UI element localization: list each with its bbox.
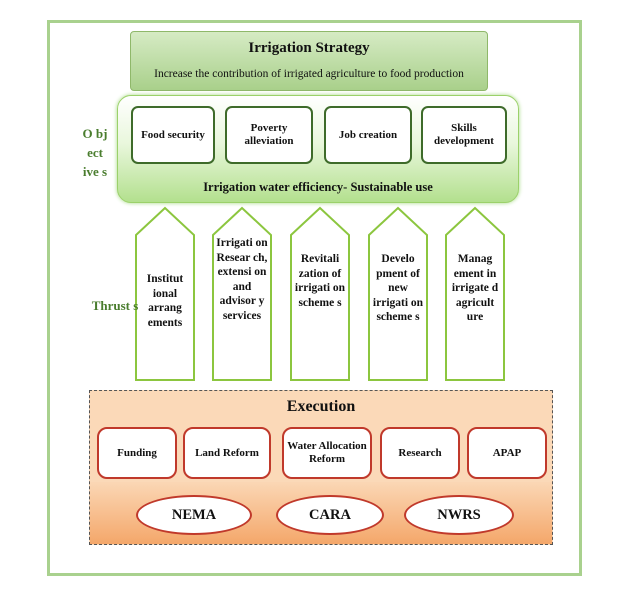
outer-frame: [47, 20, 582, 576]
thrust-new-schemes: Develo pment of new irrigati on scheme s: [372, 253, 424, 323]
thrust-arrow-4: [368, 206, 428, 381]
execution-water-allocation-reform: Water Allocation Reform: [282, 427, 372, 479]
execution-land-reform: Land Reform: [183, 427, 271, 479]
thrust-arrow-2: [212, 206, 272, 381]
objective-skills-development: Skills development: [421, 106, 507, 164]
thrust-institutional-arrangements: Institut ional arrang ements: [146, 273, 184, 329]
strategy-title: Irrigation Strategy: [248, 40, 370, 56]
execution-funding: Funding: [97, 427, 177, 479]
thrusts-side-label: Thrust s: [91, 298, 139, 313]
execution-apap: APAP: [467, 427, 547, 479]
thrust-arrow-3: [290, 206, 350, 381]
thrust-irrigation-research: Irrigati on Resear ch, extensi on and ad…: [216, 237, 268, 322]
strategy-box: Irrigation Strategy Increase the contrib…: [130, 31, 488, 91]
execution-box: Execution Funding Land Reform Water Allo…: [89, 390, 553, 545]
objectives-box: Food security Poverty alleviation Job cr…: [117, 95, 519, 203]
objective-food-security: Food security: [131, 106, 215, 164]
objective-poverty-alleviation: Poverty alleviation: [225, 106, 313, 164]
strategy-subtitle: Increase the contribution of irrigated a…: [154, 68, 464, 80]
agency-nwrs: NWRS: [404, 495, 514, 535]
thrust-arrow-5: [445, 206, 505, 381]
thrust-arrow-1: [135, 206, 195, 381]
objectives-efficiency-text: Irrigation water efficiency- Sustainable…: [203, 180, 433, 194]
execution-research: Research: [380, 427, 460, 479]
agency-cara: CARA: [276, 495, 384, 535]
objective-job-creation: Job creation: [324, 106, 412, 164]
thrust-revitalization: Revitali zation of irrigati on scheme s: [294, 253, 346, 309]
agency-nema: NEMA: [136, 495, 252, 535]
execution-title: Execution: [286, 398, 356, 415]
thrust-management: Manag ement in irrigate d agricult ure: [451, 253, 499, 323]
objectives-side-label: O bj ect ive s: [82, 126, 108, 179]
